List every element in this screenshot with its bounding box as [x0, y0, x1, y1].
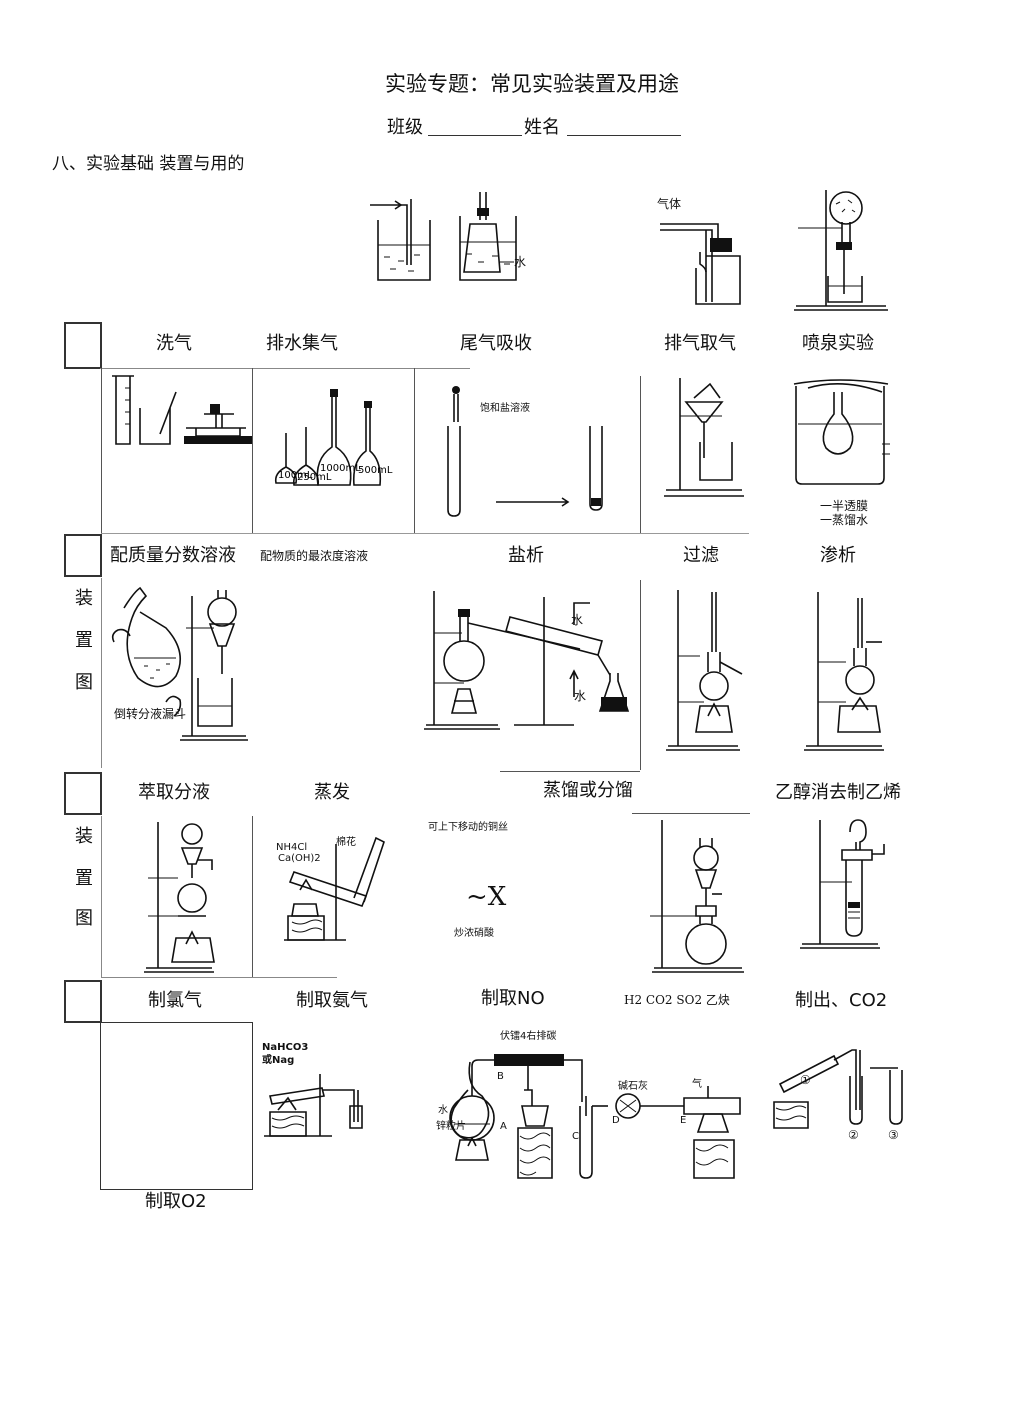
distillation-figure — [424, 585, 644, 735]
fig-water-in-label: 水 — [574, 689, 587, 703]
fig-letter-c: C — [572, 1131, 579, 1142]
fig-water-label: 水 — [514, 255, 527, 269]
svg-text:1000mL: 1000mL — [320, 463, 361, 474]
label-no: 制取NO — [481, 988, 545, 1009]
ammonia-prep-figure — [280, 820, 400, 946]
extraction-figure — [110, 582, 260, 742]
fig-water-label-2: 水 — [438, 1105, 448, 1116]
fig-saturated-label: 饱和盐溶液 — [480, 403, 530, 414]
label-water-collect: 排水集气 — [266, 333, 338, 354]
fig-or-label: 或Nag — [262, 1055, 295, 1066]
label-filtration: 过滤 — [683, 545, 719, 566]
row3-marker-box — [64, 772, 102, 815]
label-molar-solution: 配物质的最浓度溶液 — [260, 549, 369, 563]
fig-funnel-label: 倒转分液漏斗 — [114, 707, 187, 721]
salting-out-figure — [440, 386, 620, 516]
label-tail-gas: 尾气吸收 — [460, 333, 532, 354]
fig-acid-label: 炒浓硝酸 — [454, 928, 494, 939]
gas-bottle-figure — [660, 212, 750, 308]
label-fountain: 喷泉实验 — [802, 333, 874, 354]
solution-prep-figure — [110, 374, 252, 449]
label-oxygen: 制取O2 — [145, 1191, 207, 1212]
page-title: 实验专题：常见实验装置及用途 — [385, 72, 679, 96]
row1-marker-box — [64, 322, 102, 369]
fig-cotton-label: 棉花 — [336, 837, 356, 848]
fractionation-figure-2 — [800, 588, 890, 756]
filtration-figure — [662, 376, 752, 500]
empty-drawing-box[interactable] — [100, 1022, 253, 1190]
label-salting-out: 盐析 — [508, 545, 544, 566]
ethylene-figure — [798, 818, 898, 954]
side-label-3: 图 — [75, 672, 93, 693]
gas-generator-figure — [650, 818, 750, 974]
label-distillation: 蒸馏或分馏 — [543, 780, 633, 801]
fig-letter-a: A — [500, 1121, 507, 1132]
row2-marker-box — [64, 534, 102, 577]
fig-nahco3-label: NaHCO3 — [262, 1042, 309, 1053]
label-gases: H2 CO2 SO2 乙炔 — [624, 993, 730, 1007]
label-ethylene: 乙醇消去制乙烯 — [775, 782, 901, 803]
fig-membrane-label: 一半透膜 — [820, 499, 869, 513]
name-label: 姓名 — [524, 117, 560, 138]
row4-marker-box — [64, 980, 102, 1023]
fig-copper-label: 可上下移动的铜丝 — [428, 822, 508, 833]
label-gas-exhaust: 排气取气 — [664, 333, 736, 354]
fig-symbol: ~X — [466, 882, 507, 912]
dialysis-figure — [790, 374, 900, 500]
fig-distilled-label: 一蒸馏水 — [820, 513, 869, 527]
label-evaporation: 蒸发 — [314, 782, 350, 803]
label-mass-fraction: 配质量分数溶液 — [110, 545, 236, 566]
class-label: 班级 — [387, 117, 423, 138]
side-label-6: 图 — [75, 908, 93, 929]
svg-text:250mL: 250mL — [297, 472, 332, 483]
fig-nh4cl-label: NH4Cl — [276, 842, 308, 853]
fig-gas-label-2: 气 — [692, 1079, 702, 1090]
label-co2: 制出、CO2 — [795, 990, 888, 1011]
co2-test-figure — [774, 1046, 914, 1132]
svg-text:500mL: 500mL — [358, 465, 393, 476]
water-collect-figure — [456, 192, 526, 284]
fig-soda-label: 碱石灰 — [618, 1081, 648, 1092]
fig-num-1: ① — [800, 1073, 811, 1087]
label-chlorine: 制氯气 — [148, 990, 202, 1011]
side-label-5: 置 — [75, 868, 93, 889]
volumetric-flasks-figure: 100mL 250mL 1000mL 500mL — [270, 389, 393, 493]
side-label-2: 置 — [75, 630, 93, 651]
fractionation-figure-1 — [660, 586, 750, 754]
label-ammonia: 制取氨气 — [296, 990, 368, 1011]
fig-letter-d: D — [612, 1115, 620, 1126]
fig-zinc-label: 锌粒片 — [436, 1121, 466, 1132]
fountain-figure — [796, 190, 896, 315]
heating-solid-figure — [262, 1066, 372, 1142]
class-blank[interactable] — [428, 135, 522, 136]
fig-letter-e: E — [680, 1115, 687, 1126]
fig-gas-label: 气体 — [657, 197, 682, 211]
label-extraction: 萃取分液 — [138, 782, 210, 803]
fig-letter-b: B — [497, 1071, 504, 1082]
chlorine-prep-figure — [140, 820, 240, 976]
fig-caoh-label: Ca(OH)2 — [278, 853, 321, 864]
fig-num-2: ② — [848, 1128, 859, 1142]
gas-washing-figure — [370, 195, 440, 285]
section-heading: 八、实验基础 装置与用的 — [52, 154, 245, 174]
fig-num-3: ③ — [888, 1128, 899, 1142]
fig-tube-label: 伏镭4右排碳 — [500, 1031, 557, 1042]
fig-water-out-label: 水 — [571, 613, 584, 627]
side-label-4: 装 — [75, 826, 93, 847]
svg-text:100mL: 100mL — [278, 470, 313, 481]
label-dialysis: 渗析 — [820, 545, 856, 566]
name-blank[interactable] — [567, 135, 681, 136]
label-gas-washing: 洗气 — [156, 333, 192, 354]
hydrogen-reduction-figure — [432, 1054, 732, 1180]
side-label-1: 装 — [75, 588, 93, 609]
